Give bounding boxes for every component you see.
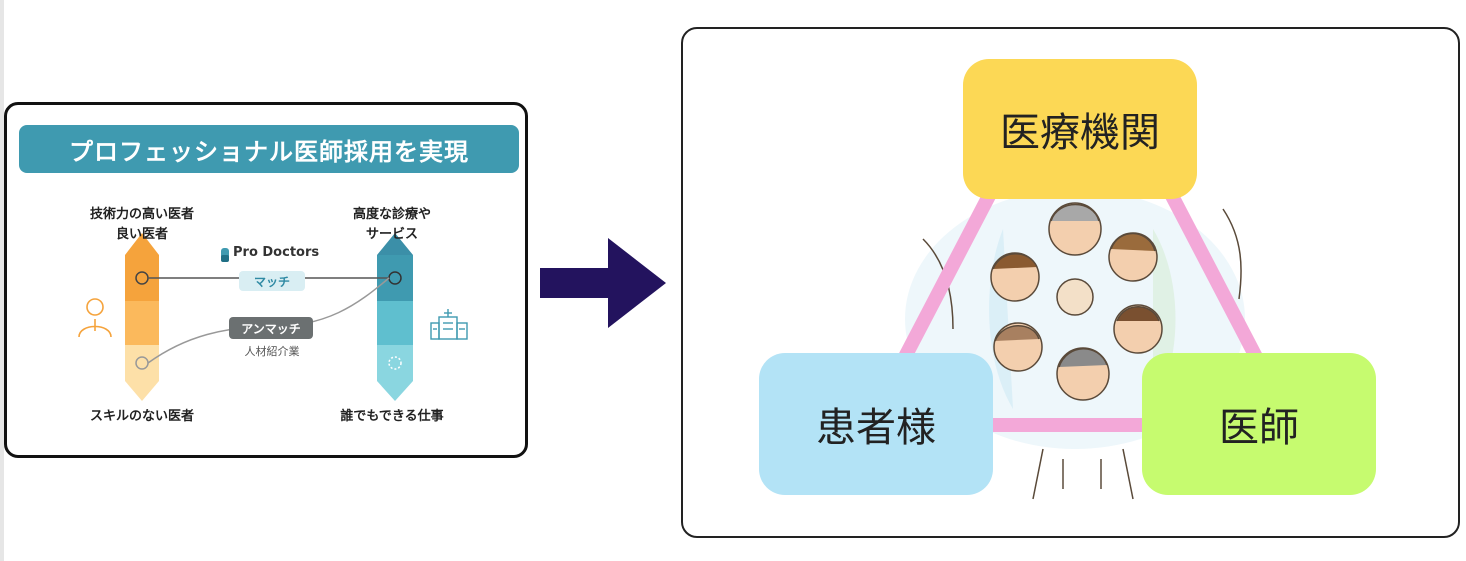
label-advanced-line1: 高度な診療や (352, 207, 431, 222)
right-arrow-icon (540, 238, 666, 328)
banner-title: プロフェッショナル医師採用を実現 (19, 125, 519, 173)
right-column-bottom (377, 381, 413, 401)
label-advanced-service: 高度な診療や サービス (307, 205, 477, 245)
unmatch-badge: アンマッチ (229, 317, 313, 339)
right-column-mid (377, 301, 413, 345)
label-low-skill-doctor: スキルのない医者 (89, 409, 194, 424)
match-badge: マッチ (239, 271, 305, 291)
doctor-faces-group (990, 202, 1163, 401)
label-high-skill-doctor: 技術力の高い医者 良い医者 (57, 205, 227, 245)
left-edge-strip (0, 0, 4, 561)
matching-diagram (78, 233, 468, 401)
node-medical-institution: 医療機関 (963, 59, 1197, 199)
professional-doctor-recruit-card: プロフェッショナル医師採用を実現 技術力の高い医者 良い医者 高度な診療や サー… (4, 102, 528, 458)
hospital-building-icon (430, 309, 468, 340)
any-job-node (388, 356, 402, 370)
right-column-top (377, 233, 413, 255)
brand-name: Pro Doctors (233, 245, 320, 260)
pro-doctors-brand: Pro Doctors (217, 245, 319, 260)
label-advanced-line2: サービス (365, 227, 418, 242)
left-column-top (125, 233, 159, 255)
label-any-job: 誰でもできる仕事 (340, 409, 444, 424)
label-high-skill-line1: 技術力の高い医者 (89, 207, 194, 222)
doctor-person-icon (78, 298, 112, 338)
left-column-bottom (125, 381, 159, 401)
label-high-skill-line2: 良い医者 (115, 227, 168, 242)
left-column-low (125, 345, 159, 381)
node-doctor: 医師 (1142, 353, 1376, 495)
right-column-low (377, 345, 413, 381)
pro-doctors-logo-icon (221, 248, 229, 262)
left-column-mid (125, 301, 159, 345)
agency-label: 人材紹介業 (244, 345, 300, 358)
medical-triangle-card: 医療機関 患者様 医師 (681, 27, 1460, 538)
node-patient: 患者様 (759, 353, 993, 495)
